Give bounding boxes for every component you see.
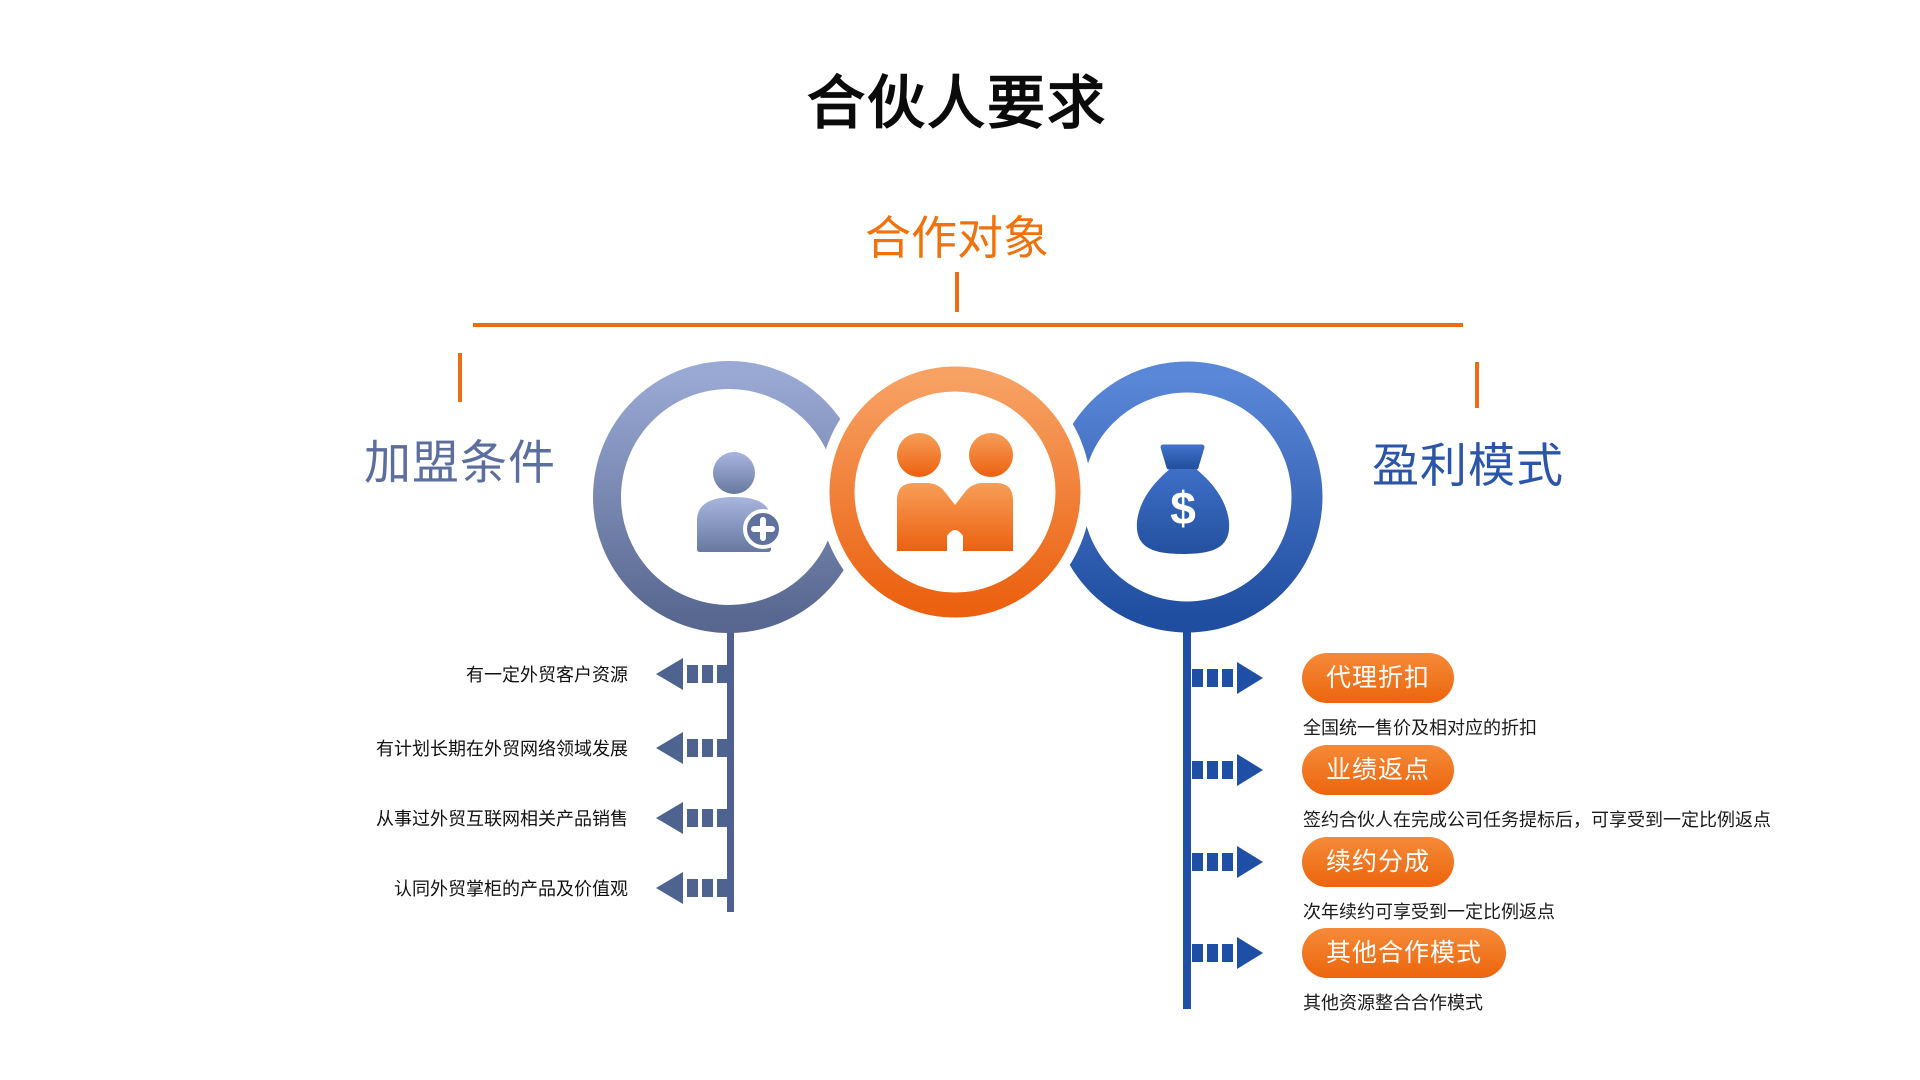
profit-row: 其他合作模式 其他资源整合合作模式	[1192, 928, 1852, 1015]
arrow-dash	[1222, 669, 1233, 687]
arrow-dash	[1192, 669, 1203, 687]
arrow-dash	[687, 809, 698, 827]
condition-row: 从事过外贸互联网相关产品销售	[240, 798, 728, 838]
profit-badge: 续约分成	[1302, 837, 1455, 887]
arrow-dash	[1207, 853, 1218, 871]
arrow-dash	[1207, 944, 1218, 962]
condition-text: 有计划长期在外贸网络领域发展	[376, 739, 628, 759]
arrow-dash	[687, 665, 698, 683]
arrow-left-icon	[656, 872, 683, 904]
arrow-dash	[687, 879, 698, 897]
arrow-dash	[702, 739, 713, 757]
money-bag-icon: $	[1136, 444, 1230, 554]
left-branch-label: 加盟条件	[364, 436, 556, 489]
right-branch-label: 盈利模式	[1372, 439, 1564, 492]
condition-text: 有一定外贸客户资源	[466, 665, 628, 685]
branch-horizontal-line	[473, 323, 1463, 327]
arrow-left-icon	[656, 658, 683, 690]
condition-text: 从事过外贸互联网相关产品销售	[376, 809, 628, 829]
dollar-glyph: $	[1170, 482, 1196, 534]
arrow-dash	[1192, 853, 1203, 871]
condition-row: 认同外贸掌柜的产品及价值观	[240, 868, 728, 908]
right-stem-line	[1183, 626, 1191, 1009]
arrow-dash	[1207, 669, 1218, 687]
arrow-dash	[1222, 853, 1233, 871]
profit-badge: 代理折扣	[1302, 653, 1455, 703]
arrow-right-icon	[1237, 754, 1263, 786]
partnership-icon	[897, 433, 1013, 551]
profit-description: 签约合伙人在完成公司任务提标后，可享受到一定比例返点	[1303, 810, 1771, 830]
arrow-dash	[1222, 944, 1233, 962]
arrow-right-icon	[1237, 846, 1263, 878]
profit-description: 全国统一售价及相对应的折扣	[1303, 718, 1537, 738]
profit-row: 业绩返点 签约合伙人在完成公司任务提标后，可享受到一定比例返点	[1192, 745, 1852, 832]
profit-row: 代理折扣 全国统一售价及相对应的折扣	[1192, 653, 1852, 740]
left-stem-line	[727, 626, 734, 912]
left-ring	[593, 361, 865, 633]
center-ring-backdrop	[819, 356, 1091, 628]
arrow-right-icon	[1237, 937, 1263, 969]
arrow-dash	[717, 665, 728, 683]
profit-row: 续约分成 次年续约可享受到一定比例返点	[1192, 837, 1852, 924]
right-branch-tick	[1475, 362, 1479, 408]
arrow-dash	[717, 739, 728, 757]
arrow-dash	[1192, 761, 1203, 779]
arrow-dash	[702, 665, 713, 683]
arrow-right-icon	[1237, 662, 1263, 694]
root-node-label: 合作对象	[865, 212, 1049, 264]
root-connector-line	[955, 272, 959, 312]
arrow-dash	[717, 809, 728, 827]
arrow-dash	[1207, 761, 1218, 779]
condition-text: 认同外贸掌柜的产品及价值观	[394, 879, 628, 899]
arrow-dash	[717, 879, 728, 897]
center-ring	[829, 366, 1081, 618]
condition-row: 有一定外贸客户资源	[240, 654, 728, 694]
arrow-dash	[1192, 944, 1203, 962]
profit-description: 其他资源整合合作模式	[1303, 993, 1483, 1013]
page-title: 合伙人要求	[806, 71, 1107, 136]
profit-badge: 其他合作模式	[1302, 928, 1507, 978]
profit-badge: 业绩返点	[1302, 745, 1455, 795]
condition-row: 有计划长期在外贸网络领域发展	[240, 728, 728, 768]
left-branch-tick	[458, 353, 462, 402]
arrow-dash	[702, 809, 713, 827]
add-user-icon	[697, 452, 783, 552]
profit-description: 次年续约可享受到一定比例返点	[1303, 902, 1555, 922]
arrow-left-icon	[656, 732, 683, 764]
arrow-left-icon	[656, 802, 683, 834]
arrow-dash	[1222, 761, 1233, 779]
arrow-dash	[702, 879, 713, 897]
arrow-dash	[687, 739, 698, 757]
